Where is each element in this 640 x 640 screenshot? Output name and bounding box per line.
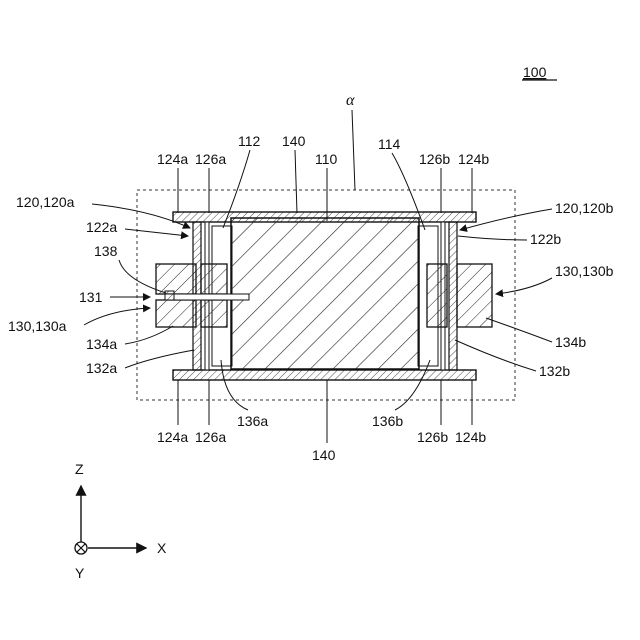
label-138: 138 <box>94 243 118 259</box>
wall-122b <box>449 222 457 370</box>
leader-132a <box>125 350 194 368</box>
label-126b-top: 126b <box>419 151 450 167</box>
label-131: 131 <box>79 289 103 305</box>
label-122b: 122b <box>530 231 561 247</box>
label-120a: 120,120a <box>16 194 75 210</box>
block-134a <box>156 300 196 327</box>
arrow-122a <box>125 229 188 236</box>
label-140-top: 140 <box>282 133 306 149</box>
label-134a: 134a <box>86 336 117 352</box>
label-114: 114 <box>378 136 401 152</box>
leader-134a <box>125 326 173 344</box>
z-axis-label: Z <box>75 461 84 477</box>
x-axis-label: X <box>157 540 167 556</box>
arrow-130b <box>496 278 552 294</box>
label-126a-top: 126a <box>195 151 226 167</box>
label-140-bot: 140 <box>312 447 336 463</box>
label-130b: 130,130b <box>555 263 614 279</box>
label-124a-top: 124a <box>157 151 188 167</box>
label-132a: 132a <box>86 360 117 376</box>
label-122a: 122a <box>86 219 117 235</box>
y-axis-into-page-icon <box>75 542 87 554</box>
label-132b: 132b <box>539 363 570 379</box>
leader-122b <box>458 236 527 240</box>
block-138 <box>156 264 196 294</box>
label-136b: 136b <box>372 413 403 429</box>
block-134a-inner <box>201 300 227 327</box>
block-134b-inner <box>427 264 447 327</box>
label-126b-bot: 126b <box>417 429 448 445</box>
label-130a: 130,130a <box>8 318 67 334</box>
label-110: 110 <box>315 151 338 167</box>
label-112: 112 <box>238 133 261 149</box>
figure-ref-label: 100 <box>523 64 547 80</box>
arrow-130a <box>84 308 150 325</box>
lid-plate-bottom <box>173 370 476 380</box>
leader-132b <box>455 340 536 371</box>
shaft-131 <box>165 294 249 300</box>
label-124a-bot: 124a <box>157 429 188 445</box>
shaft-131-cap <box>165 291 174 300</box>
leader-140-top <box>295 150 297 213</box>
label-120b: 120,120b <box>555 200 614 216</box>
label-136a: 136a <box>237 413 268 429</box>
label-124b-top: 124b <box>458 151 489 167</box>
label-134b: 134b <box>555 334 586 350</box>
label-124b-bot: 124b <box>455 429 486 445</box>
leader-134b <box>486 318 552 342</box>
y-axis-label: Y <box>75 565 85 581</box>
region-alpha-leader <box>352 110 355 190</box>
region-alpha-label: α <box>346 92 355 109</box>
block-134b <box>457 264 492 327</box>
main-body-110 <box>231 218 419 369</box>
label-126a-bot: 126a <box>195 429 226 445</box>
block-138-inner <box>201 264 227 294</box>
